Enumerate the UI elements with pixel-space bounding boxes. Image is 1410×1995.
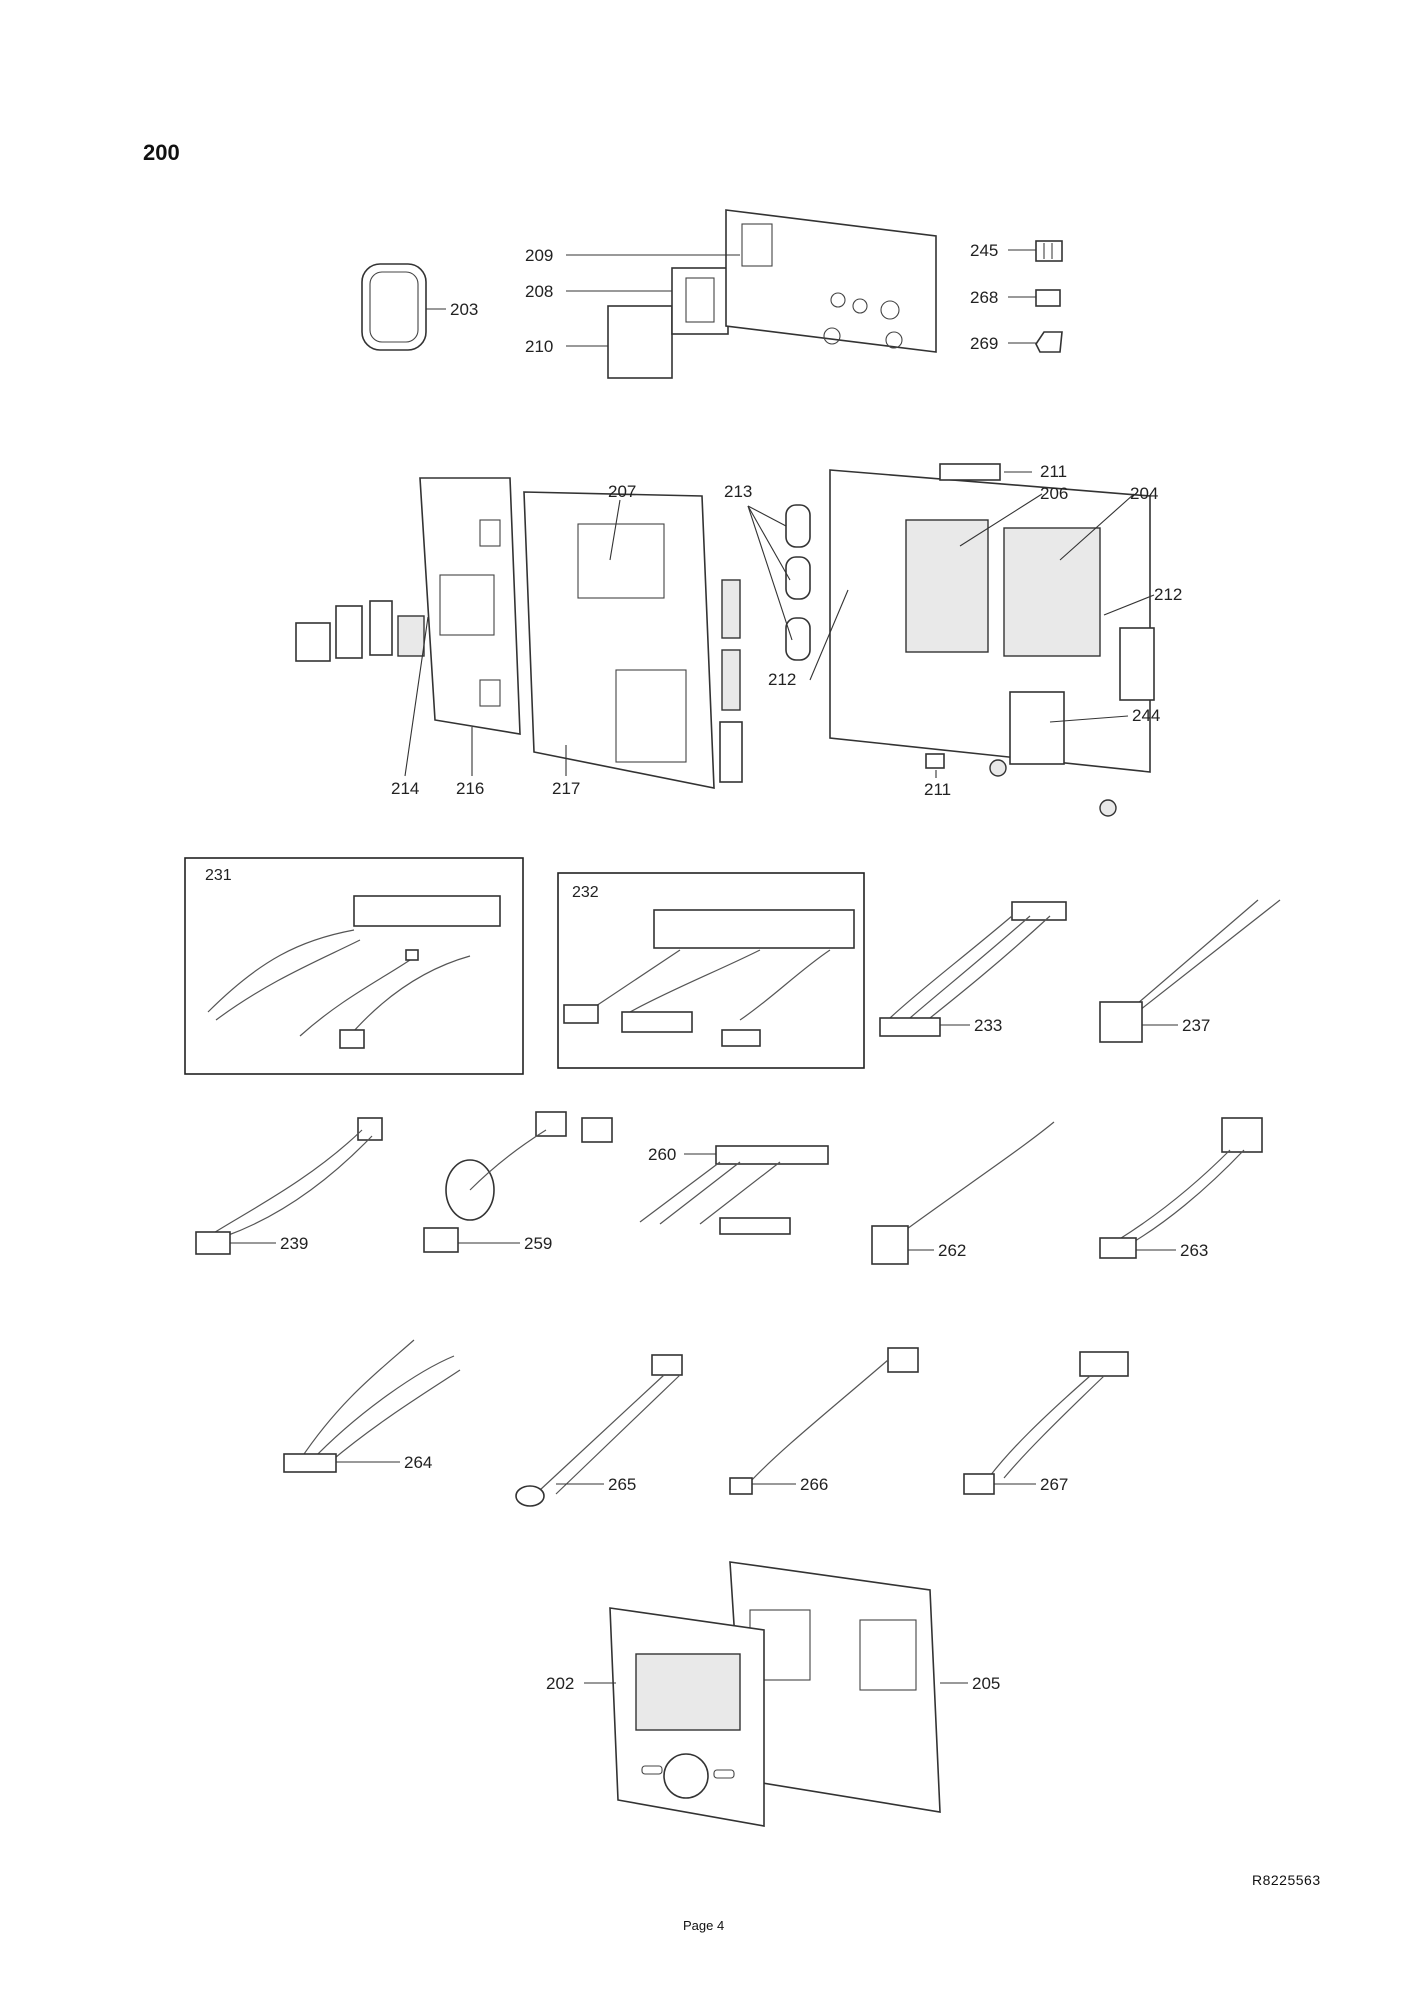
part-263-cable: 263 [1099, 1117, 1263, 1260]
callout-268: 268 [970, 288, 998, 307]
kit-231-box: 231 [184, 857, 524, 1075]
part-209-board: 209 [525, 209, 937, 353]
callout-202: 202 [546, 1674, 574, 1693]
callout-267: 267 [1040, 1475, 1068, 1494]
grommet [989, 759, 1007, 777]
callout-244: 244 [1132, 706, 1160, 725]
callout-233: 233 [974, 1016, 1002, 1035]
part-266-cable: 266 [729, 1347, 919, 1495]
part-260-harness: 260 [639, 1145, 829, 1235]
kit-232-box: 232 [557, 872, 865, 1069]
callout-204-group: 204 [1059, 484, 1158, 561]
callout-262: 262 [938, 1241, 966, 1260]
callout-212-right: 212 [1154, 585, 1182, 604]
part-262-cable: 262 [871, 1121, 1055, 1265]
callout-264: 264 [404, 1453, 432, 1472]
callout-206-group: 206 [959, 484, 1068, 547]
callout-209: 209 [525, 246, 553, 265]
callout-212-left-group: 212 [768, 589, 849, 689]
page-number: Page 4 [683, 1918, 725, 1933]
part-245-connector: 245 [970, 240, 1063, 262]
callout-211-top: 211 [1040, 462, 1067, 481]
part-216-rear-housing: 216 [419, 477, 521, 798]
part-208-module: 208 [525, 267, 729, 335]
callout-265: 265 [608, 1475, 636, 1494]
drawing-reference: R8225563 [1252, 1872, 1321, 1888]
callout-206: 206 [1040, 484, 1068, 503]
callout-232: 232 [572, 884, 599, 901]
callout-216: 216 [456, 779, 484, 798]
part-205-wall-plate: 205 [729, 1561, 1000, 1813]
callout-207: 207 [608, 482, 636, 501]
callout-204: 204 [1130, 484, 1158, 503]
callout-214: 214 [391, 779, 419, 798]
callout-212-left: 212 [768, 670, 796, 689]
callout-211-bottom-group: 211 [924, 753, 951, 799]
callout-203: 203 [450, 300, 478, 319]
terminal-strips [719, 579, 743, 783]
callout-263: 263 [1180, 1241, 1208, 1260]
callout-259: 259 [524, 1234, 552, 1253]
callout-239: 239 [280, 1234, 308, 1253]
callout-260: 260 [648, 1145, 676, 1164]
part-203-cover: 203 [361, 263, 478, 351]
callout-210: 210 [525, 337, 553, 356]
grommet [1099, 799, 1117, 817]
part-233-cable: 233 [879, 901, 1067, 1037]
callout-231: 231 [205, 867, 232, 884]
part-269-connector: 269 [970, 331, 1063, 353]
page-title: 200 [143, 140, 180, 165]
part-268-connector: 268 [970, 288, 1061, 307]
part-202-room-controller: 202 [546, 1607, 765, 1827]
callout-269: 269 [970, 334, 998, 353]
callout-212-right-group: 212 [1103, 585, 1182, 616]
callout-237: 237 [1182, 1016, 1210, 1035]
callout-245: 245 [970, 241, 998, 260]
part-213-switches: 213 [724, 482, 811, 661]
callout-244-group: 244 [1049, 706, 1160, 725]
callout-211-top-group: 211 [1004, 462, 1067, 481]
callout-217: 217 [552, 779, 580, 798]
callout-266: 266 [800, 1475, 828, 1494]
part-239-cable: 239 [195, 1117, 383, 1255]
part-265-sensor: 265 [515, 1354, 683, 1507]
part-264-cable: 264 [283, 1339, 461, 1473]
callout-211-bottom: 211 [924, 780, 951, 799]
part-210-panel: 210 [525, 305, 673, 379]
callout-205: 205 [972, 1674, 1000, 1693]
part-267-cable: 267 [963, 1351, 1129, 1495]
callout-208: 208 [525, 282, 553, 301]
part-259-cable: 259 [423, 1111, 613, 1253]
control-box-assembly [829, 463, 1155, 773]
part-237-probe: 237 [1099, 899, 1281, 1043]
part-214-small-parts: 214 [295, 600, 429, 798]
callout-213: 213 [724, 482, 752, 501]
part-217-front-housing: 217 207 [523, 482, 715, 798]
